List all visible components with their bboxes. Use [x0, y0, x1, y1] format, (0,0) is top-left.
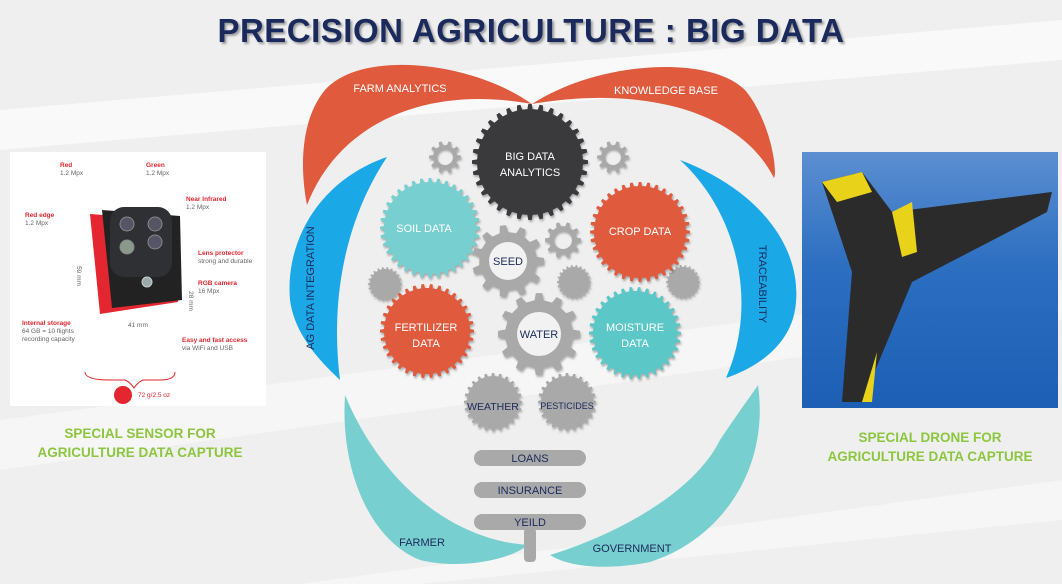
bar-label-loans: LOANS — [511, 453, 548, 465]
gear-small-3 — [545, 222, 581, 258]
gear-label-big-data-1: BIG DATA — [505, 151, 555, 163]
petal-knowledge-base — [532, 66, 775, 178]
gear-label-water: WATER — [520, 329, 559, 341]
bar-label-insurance: INSURANCE — [498, 485, 563, 497]
gear-label-fertilizer-1: FERTILIZER — [395, 322, 458, 334]
label-farmer: FARMER — [399, 537, 445, 549]
gear-pesticides — [538, 373, 596, 431]
label-traceability: TRACEABILITY — [756, 245, 768, 324]
gear-small-6 — [666, 265, 700, 299]
gear-small-5 — [557, 265, 591, 299]
petal-farm-analytics — [302, 64, 532, 205]
gear-small-4 — [368, 267, 402, 301]
leaf-icon — [114, 386, 132, 404]
weight: 72 g/2.5 oz — [138, 392, 171, 399]
petal-farmer — [344, 395, 528, 565]
drone-caption-line2: AGRICULTURE DATA CAPTURE — [827, 449, 1033, 464]
sensor-camera-illustration — [84, 207, 182, 404]
bar-label-yeild: YEILD — [514, 517, 546, 529]
label-farm-analytics: FARM ANALYTICS — [353, 83, 446, 95]
gear-label-seed: SEED — [493, 256, 523, 268]
bar-yeild — [474, 514, 586, 530]
gear-small-2 — [597, 141, 629, 173]
bar-loans — [474, 450, 586, 466]
dim-height: 59 mm — [74, 266, 82, 286]
dim-width: 41 mm — [128, 322, 148, 329]
seed-hub — [489, 242, 527, 280]
petal-government — [550, 385, 760, 567]
gear-small-1 — [429, 141, 461, 173]
drone-caption-line1: SPECIAL DRONE FOR — [858, 430, 1002, 445]
drone-caption: SPECIAL DRONE FOR AGRICULTURE DATA CAPTU… — [805, 428, 1055, 466]
bar-insurance — [474, 482, 586, 498]
gear-label-fertilizer-2: DATA — [412, 338, 440, 350]
sensor-caption-line1: SPECIAL SENSOR FOR — [64, 426, 216, 441]
gear-soil-data — [380, 178, 480, 278]
gear-fertilizer-data — [380, 284, 474, 378]
gear-moisture-data — [589, 287, 681, 379]
page-title: PRECISION AGRICULTURE : BIG DATA — [217, 12, 845, 49]
drone-illustration — [822, 172, 1052, 402]
gear-label-soil: SOIL DATA — [396, 223, 452, 235]
petal-ag-data-integration — [289, 157, 387, 380]
petal-traceability — [680, 160, 797, 378]
gear-label-crop: CROP DATA — [609, 226, 672, 238]
label-government: GOVERNMENT — [593, 543, 672, 555]
gear-label-moisture-2: DATA — [621, 338, 649, 350]
gear-label-big-data-2: ANALYTICS — [500, 167, 560, 179]
bar-stack: LOANS INSURANCE YEILD — [474, 450, 586, 562]
dim-depth: 28 mm — [186, 291, 194, 311]
gear-label-moisture-1: MOISTURE — [606, 322, 664, 334]
gear-weather — [464, 373, 522, 431]
label-ag-data-integration: AG DATA INTEGRATION — [305, 226, 317, 350]
bar-stem — [524, 528, 536, 562]
drone-image — [802, 152, 1058, 408]
water-hub — [517, 312, 561, 356]
label-knowledge-base: KNOWLEDGE BASE — [614, 85, 718, 97]
gear-label-weather: WEATHER — [467, 401, 519, 413]
gear-label-pesticides: PESTICIDES — [540, 401, 594, 411]
gear-big-data-analytics — [472, 104, 588, 220]
sensor-caption: SPECIAL SENSOR FOR AGRICULTURE DATA CAPT… — [20, 424, 260, 462]
gear-crop-data — [590, 182, 690, 282]
sensor-caption-line2: AGRICULTURE DATA CAPTURE — [37, 445, 243, 460]
